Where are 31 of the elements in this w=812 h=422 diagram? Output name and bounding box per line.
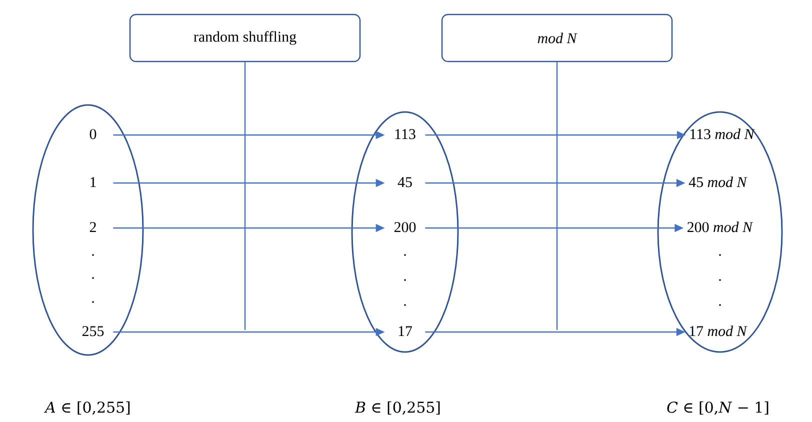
element-value: 255 <box>82 326 104 336</box>
element-value: 45 <box>398 177 412 188</box>
ellipsis-dot: . <box>719 304 721 306</box>
element-value: 1 <box>90 177 96 187</box>
element-value: 200 <box>394 222 416 232</box>
ellipsis-dot: . <box>719 279 721 281</box>
ellipsis-dot: . <box>92 254 94 256</box>
ellipsis-dot: . <box>404 279 406 281</box>
element-value: 113 mod N <box>690 128 755 140</box>
connector-line <box>244 62 246 330</box>
connector-line <box>556 62 558 330</box>
ellipsis-dot: . <box>404 254 406 256</box>
set-label: C ∈ [0,N − 1] <box>667 401 768 415</box>
element-value: 17 <box>398 326 412 336</box>
element-value: 0 <box>90 129 96 140</box>
set-ellipse <box>351 111 459 353</box>
ellipsis-dot: . <box>92 277 94 279</box>
process-box: random shuffling <box>129 14 361 62</box>
element-value: 45 mod N <box>688 176 748 188</box>
element-value: 2 <box>90 222 96 232</box>
ellipsis-dot: . <box>92 301 94 303</box>
process-box: mod N <box>441 14 673 62</box>
ellipsis-dot: . <box>404 304 406 306</box>
ellipsis-dot: . <box>719 254 721 256</box>
element-value: 17 mod N <box>690 326 748 336</box>
element-value: 200 mod N <box>688 222 754 232</box>
set-label: B ∈ [0,255] <box>354 401 440 415</box>
set-label: A ∈ [0,255] <box>44 401 130 415</box>
set-ellipse <box>32 104 144 356</box>
element-value: 113 <box>395 129 416 140</box>
set-ellipse <box>657 111 783 353</box>
